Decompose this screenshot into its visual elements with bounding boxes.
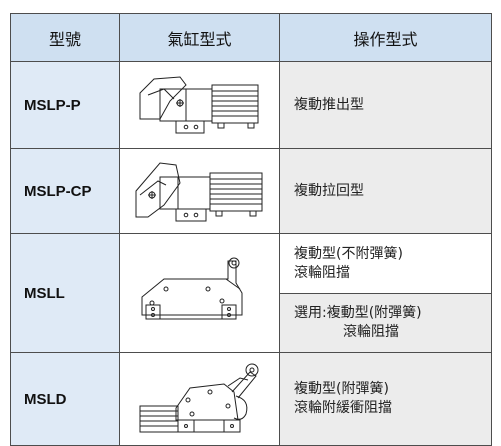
model-name: MSLD [10, 352, 120, 446]
operation-mode: 複動拉回型 [279, 148, 492, 234]
header-model: 型號 [10, 13, 120, 62]
table-row: MSLP-P 複動推出 [10, 61, 492, 149]
table-row: MSLD [10, 352, 492, 446]
table-row: MSLL 複動型(不附彈簧) 滾輪阻擋 [10, 233, 492, 353]
damper-roller-stopper-drawing [119, 352, 280, 446]
operation-mode-optional: 選用:複動型(附彈簧) 滾輪阻擋 [279, 293, 492, 353]
operation-mode: 複動型(附彈簧) 滾輪附緩衝阻擋 [279, 352, 492, 446]
push-type-stopper-drawing [119, 61, 280, 149]
model-name: MSLP-CP [10, 148, 120, 234]
stopper-spec-table: 型號 氣缸型式 操作型式 MSLP-P [10, 13, 492, 446]
table-row: 選用:複動型(附彈簧) 滾輪阻擋 [11, 293, 492, 353]
roller-stopper-drawing [119, 233, 280, 353]
model-name: MSLL [10, 233, 120, 353]
model-name: MSLP-P [10, 61, 120, 149]
push-type-stopper-icon [139, 76, 258, 134]
table-row: MSLP-CP 複動拉 [10, 148, 492, 234]
operation-mode: 複動型(不附彈簧) 滾輪阻擋 [279, 233, 492, 294]
pull-back-stopper-icon [135, 162, 262, 222]
pull-back-stopper-drawing [119, 148, 280, 234]
operation-mode: 複動推出型 [279, 61, 492, 149]
header-row: 型號 氣缸型式 操作型式 [10, 13, 492, 62]
header-cylinder: 氣缸型式 [119, 13, 280, 62]
header-operation: 操作型式 [279, 13, 492, 62]
damper-roller-stopper-icon [139, 363, 258, 433]
roller-stopper-icon [141, 257, 242, 320]
